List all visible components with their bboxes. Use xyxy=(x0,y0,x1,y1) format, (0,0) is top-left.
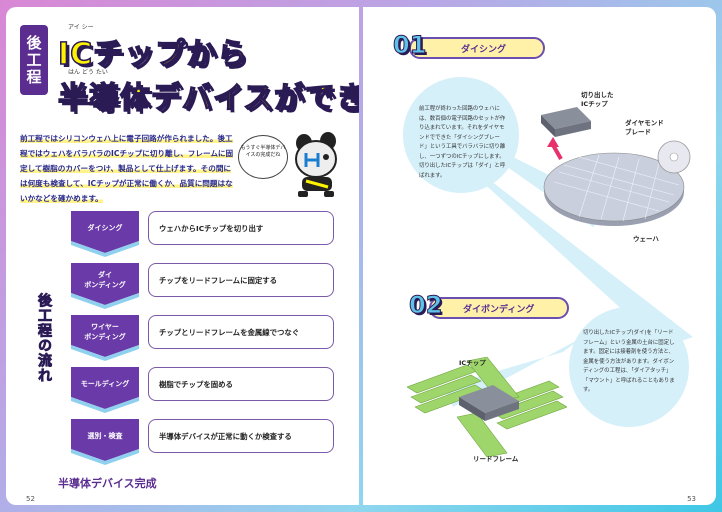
page-title-line2: 半導体デバイスができるまで xyxy=(57,80,359,117)
step-4-name: モールディング xyxy=(80,380,130,388)
chevron-step-5 xyxy=(71,419,139,465)
mascot-robot-icon xyxy=(295,132,337,197)
complete-label: 半導体デバイス完成 xyxy=(58,477,157,490)
step-2-desc: チップをリードフレームに固定する xyxy=(148,263,334,297)
section-2-body: 切り出したICチップ(ダイ)を「リードフレーム」という金属の土台に固定します。固… xyxy=(569,307,689,427)
step-1-desc: ウェハからICチップを切り出す xyxy=(148,211,334,245)
right-page: 01 ダイシング 前工程が終わった回路のウェハには、数百個の電子回路のセットが作… xyxy=(363,7,716,505)
chevron-step-3 xyxy=(71,315,139,361)
section-2-header xyxy=(429,297,569,319)
page-number-left: 52 xyxy=(26,495,35,503)
speech-bubble: もうすぐ半導体デバイスの完成だね xyxy=(238,135,288,179)
step-3-name: ワイヤー ボンディング xyxy=(84,323,126,341)
step-5-desc: 半導体デバイスが正常に動くか検査する xyxy=(148,419,334,453)
page-number-right: 53 xyxy=(687,495,696,503)
step-5-name: 選別・検査 xyxy=(87,432,123,440)
chevron-step-1 xyxy=(71,211,139,257)
step-chevrons xyxy=(71,211,139,465)
intro-text: 前工程ではシリコンウェハ上に電子回路が作られました。後工程ではウェハをバラバラの… xyxy=(20,131,234,206)
intro-sentence-1: 前工程ではシリコンウェハ上に電子回路が作られました。 xyxy=(20,134,218,143)
label-wafer: ウェーハ xyxy=(633,235,659,243)
chevron-step-2 xyxy=(71,263,139,309)
title-ruby-semiconductor: はん どう たい xyxy=(68,69,108,76)
section-1-title: ダイシング xyxy=(461,45,507,55)
label-diamond-blade: ダイヤモンド ブレード xyxy=(625,119,664,136)
left-page: 後工程 アイ シー ICチップから はん どう たい 半導体デバイスができるまで… xyxy=(6,7,359,505)
step-1-name: ダイシング xyxy=(87,224,123,232)
wafer-illustration xyxy=(541,107,691,226)
flow-label: 後工程の流れ xyxy=(36,293,53,384)
step-2-name: ダイ ボンディング xyxy=(84,271,126,289)
lead-frame-illustration xyxy=(407,357,567,457)
chapter-tab: 後工程 xyxy=(20,25,48,95)
section-2-title: ダイボンディング xyxy=(463,305,535,315)
label-cut-chip: 切り出した ICチップ xyxy=(581,91,614,108)
title-ruby-ic: アイ シー xyxy=(68,24,94,31)
section-1-body: 前工程が終わった回路のウェハには、数百個の電子回路のセットが作り込まれています。… xyxy=(403,77,519,193)
step-4-desc: 樹脂でチップを固める xyxy=(148,367,334,401)
label-lead-frame: リードフレーム xyxy=(473,455,519,463)
step-3-desc: チップとリードフレームを金属線でつなぐ xyxy=(148,315,334,349)
book-spread: 後工程 アイ シー ICチップから はん どう たい 半導体デバイスができるまで… xyxy=(6,7,716,505)
section-2-number: 02 xyxy=(408,291,443,320)
section-1-number: 01 xyxy=(392,31,427,60)
page-title-line1: ICチップから xyxy=(57,36,249,73)
chevron-step-4 xyxy=(71,367,139,413)
label-ic-chip: ICチップ xyxy=(459,359,486,367)
section-1-header xyxy=(409,37,545,59)
